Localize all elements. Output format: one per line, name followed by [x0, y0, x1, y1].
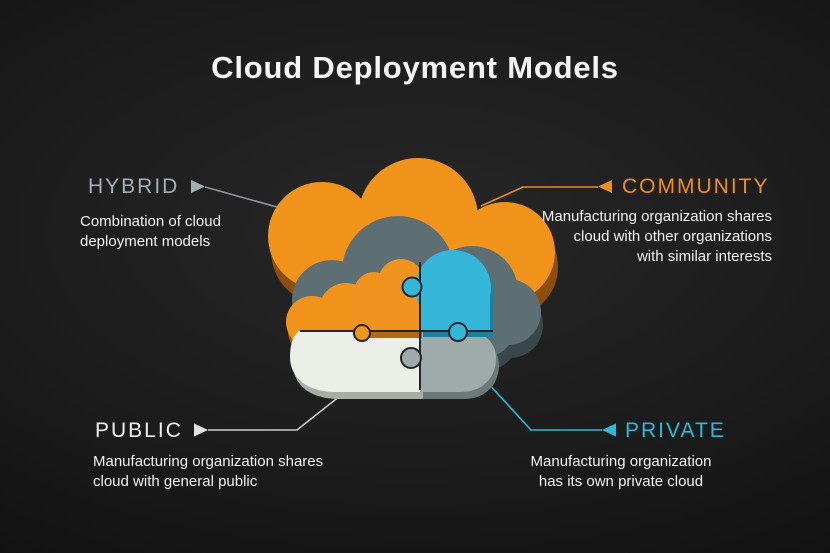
- community-connector: [480, 186, 598, 207]
- community-description: Manufacturing organization shares cloud …: [542, 207, 772, 267]
- text-line: cloud with general public: [93, 473, 258, 490]
- text-line: Combination of cloud: [80, 213, 221, 230]
- public-connector: [208, 391, 346, 431]
- public-description: Manufacturing organization shares cloud …: [93, 452, 323, 492]
- puzzle-piece-private: [415, 250, 494, 337]
- private-connector: [485, 380, 602, 431]
- community-arrow-icon: [598, 180, 612, 193]
- public-label: PUBLIC: [95, 419, 183, 442]
- text-line: deployment models: [80, 233, 211, 250]
- private-description: Manufacturing organization has its own p…: [521, 452, 721, 492]
- page-title: Cloud Deployment Models: [211, 50, 619, 85]
- text-line: cloud with other organizations: [573, 228, 772, 245]
- puzzle-piece-hybrid: [420, 331, 499, 399]
- puzzle-knobs: [353, 276, 468, 369]
- private-label: PRIVATE: [625, 419, 726, 442]
- puzzle-group: [290, 250, 499, 399]
- text-line: with similar interests: [636, 248, 772, 265]
- hybrid-description: Combination of cloud deployment models: [80, 212, 221, 252]
- text-line: has its own private cloud: [538, 473, 704, 490]
- community-label: COMMUNITY: [622, 175, 770, 198]
- arrowheads: [191, 180, 616, 437]
- hybrid-arrow-icon: [191, 180, 205, 193]
- text-line: Manufacturing organization: [530, 453, 712, 470]
- text-line: Manufacturing organization shares: [93, 453, 324, 470]
- hybrid-label: HYBRID: [88, 175, 180, 198]
- private-arrow-icon: [602, 423, 616, 437]
- text-line: Manufacturing organization shares: [541, 208, 772, 225]
- public-arrow-icon: [194, 423, 208, 437]
- puzzle-piece-public: [290, 331, 423, 399]
